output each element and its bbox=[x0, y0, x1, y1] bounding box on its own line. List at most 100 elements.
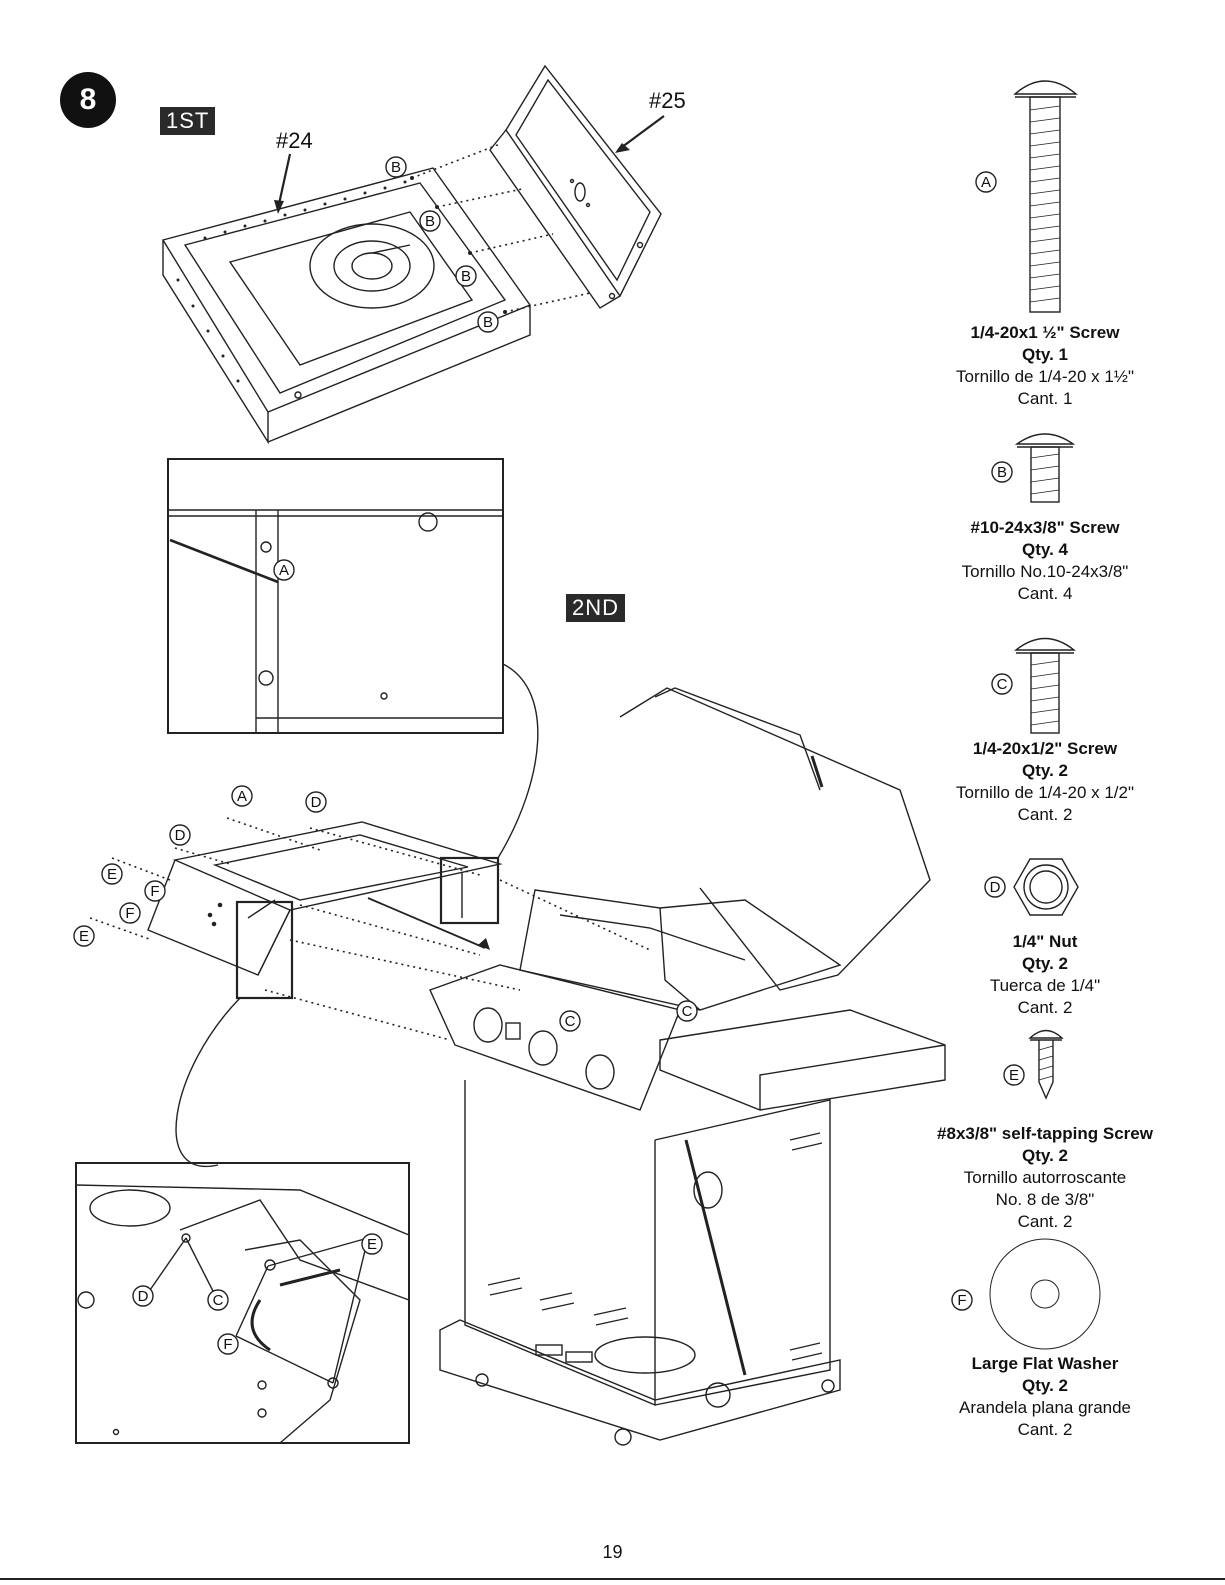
hardware-b-cant: Cant. 4 bbox=[1017, 584, 1073, 603]
hardware-screw-a-drawing bbox=[1013, 80, 1078, 313]
hardware-screw-e-drawing bbox=[1028, 1029, 1064, 1100]
hardware-f-name: Large Flat Washer bbox=[971, 1354, 1119, 1373]
svg-text:C: C bbox=[565, 1013, 576, 1030]
callout-a: A bbox=[273, 559, 295, 581]
hardware-d-caption: 1/4" Nut Qty. 2 Tuerca de 1/4" Cant. 2 bbox=[915, 931, 1175, 1019]
callout-c: C bbox=[559, 1010, 581, 1032]
hardware-d-name: 1/4" Nut bbox=[1012, 932, 1078, 951]
hardware-c-caption: 1/4-20x1/2" Screw Qty. 2 Tornillo de 1/4… bbox=[915, 738, 1175, 826]
hardware-d-qty: Qty. 2 bbox=[1022, 954, 1068, 973]
detail-inset-nut-washer bbox=[75, 1162, 410, 1444]
svg-text:E: E bbox=[79, 928, 89, 945]
step-number-badge: 8 bbox=[60, 72, 116, 128]
svg-text:A: A bbox=[981, 174, 991, 191]
hardware-e-caption: #8x3/8" self-tapping Screw Qty. 2 Tornil… bbox=[915, 1123, 1175, 1233]
svg-text:F: F bbox=[150, 883, 159, 900]
hardware-f-caption: Large Flat Washer Qty. 2 Arandela plana … bbox=[915, 1353, 1175, 1441]
hardware-f-spanish: Arandela plana grande bbox=[958, 1398, 1132, 1417]
callout-e: E bbox=[361, 1233, 383, 1255]
hardware-b-spanish: Tornillo No.10-24x3/8" bbox=[961, 562, 1129, 581]
first-step-tag: 1ST bbox=[160, 107, 216, 135]
hardware-e-spanish: Tornillo autorroscante bbox=[963, 1168, 1127, 1187]
svg-text:A: A bbox=[279, 562, 289, 579]
callout-markers: B B B B A A D D E F F E C C E C D F A B … bbox=[73, 156, 1025, 1355]
callout-d: D bbox=[132, 1285, 154, 1307]
hardware-a-spanish: Tornillo de 1/4-20 x 1½" bbox=[955, 367, 1135, 386]
callout-f: F bbox=[217, 1333, 239, 1355]
guide-lines-2nd bbox=[89, 817, 651, 1041]
detail-inset-screw-a bbox=[167, 458, 504, 734]
svg-text:C: C bbox=[213, 1292, 224, 1309]
callout-e: E bbox=[73, 925, 95, 947]
part-label-25: #25 bbox=[649, 88, 686, 113]
svg-text:D: D bbox=[990, 879, 1001, 896]
hardware-a-cant: Cant. 1 bbox=[1017, 389, 1073, 408]
hardware-b-caption: #10-24x3/8" Screw Qty. 4 Tornillo No.10-… bbox=[915, 517, 1175, 605]
callout-d: D bbox=[169, 824, 191, 846]
side-shelf-2nd-drawing bbox=[147, 821, 503, 976]
hardware-c-cant: Cant. 2 bbox=[1017, 805, 1073, 824]
guide-lines-1st bbox=[411, 143, 591, 313]
callout-c: C bbox=[991, 673, 1013, 695]
callout-a: A bbox=[975, 171, 997, 193]
hardware-c-spanish: Tornillo de 1/4-20 x 1/2" bbox=[955, 783, 1135, 802]
callout-e: E bbox=[1003, 1064, 1025, 1086]
callout-b: B bbox=[385, 156, 407, 178]
hardware-a-caption: 1/4-20x1 ½" Screw Qty. 1 Tornillo de 1/4… bbox=[915, 322, 1175, 410]
callout-b: B bbox=[477, 311, 499, 333]
callout-f: F bbox=[144, 880, 166, 902]
svg-text:D: D bbox=[175, 827, 186, 844]
callout-f: F bbox=[119, 902, 141, 924]
svg-text:B: B bbox=[461, 268, 471, 285]
end-panel-drawing bbox=[489, 64, 662, 309]
svg-text:E: E bbox=[1009, 1067, 1019, 1084]
hardware-c-qty: Qty. 2 bbox=[1022, 761, 1068, 780]
second-step-tag: 2ND bbox=[566, 594, 626, 622]
hardware-b-name: #10-24x3/8" Screw bbox=[970, 518, 1120, 537]
svg-text:B: B bbox=[425, 213, 435, 230]
hardware-e-qty: Qty. 2 bbox=[1022, 1146, 1068, 1165]
svg-text:F: F bbox=[223, 1336, 232, 1353]
svg-text:B: B bbox=[483, 314, 493, 331]
svg-text:E: E bbox=[367, 1236, 377, 1253]
side-burner-shelf-drawing bbox=[161, 167, 532, 445]
hardware-washer-f-drawing bbox=[989, 1238, 1101, 1350]
svg-text:F: F bbox=[957, 1292, 966, 1309]
hardware-screw-b-drawing bbox=[1014, 433, 1076, 503]
hardware-f-cant: Cant. 2 bbox=[1017, 1420, 1073, 1439]
bottom-rule bbox=[0, 1578, 1225, 1580]
svg-text:B: B bbox=[997, 464, 1007, 481]
hardware-c-name: 1/4-20x1/2" Screw bbox=[972, 739, 1118, 758]
callout-b: B bbox=[419, 210, 441, 232]
svg-text:C: C bbox=[997, 676, 1008, 693]
callout-b: B bbox=[991, 461, 1013, 483]
callout-c: C bbox=[676, 1000, 698, 1022]
svg-text:B: B bbox=[391, 159, 401, 176]
svg-text:F: F bbox=[125, 905, 134, 922]
hardware-a-qty: Qty. 1 bbox=[1022, 345, 1068, 364]
hardware-d-cant: Cant. 2 bbox=[1017, 998, 1073, 1017]
hardware-d-spanish: Tuerca de 1/4" bbox=[989, 976, 1101, 995]
callout-b: B bbox=[455, 265, 477, 287]
callout-d: D bbox=[984, 876, 1006, 898]
svg-text:C: C bbox=[682, 1003, 693, 1020]
hardware-f-qty: Qty. 2 bbox=[1022, 1376, 1068, 1395]
svg-text:A: A bbox=[237, 788, 247, 805]
callout-c: C bbox=[207, 1289, 229, 1311]
callout-e: E bbox=[101, 863, 123, 885]
grill-body-drawing bbox=[429, 687, 946, 1446]
hardware-e-name: #8x3/8" self-tapping Screw bbox=[937, 1124, 1153, 1143]
callout-f: F bbox=[951, 1289, 973, 1311]
callout-a: A bbox=[231, 785, 253, 807]
callout-d: D bbox=[305, 791, 327, 813]
hardware-b-qty: Qty. 4 bbox=[1022, 540, 1068, 559]
hardware-a-name: 1/4-20x1 ½" Screw bbox=[970, 323, 1120, 342]
part-label-24: #24 bbox=[276, 128, 313, 153]
hardware-screw-c-drawing bbox=[1013, 637, 1077, 734]
page-number: 19 bbox=[602, 1542, 623, 1562]
hardware-e-cant: Cant. 2 bbox=[1017, 1212, 1073, 1231]
svg-text:E: E bbox=[107, 866, 117, 883]
hardware-nut-d-drawing bbox=[1013, 858, 1079, 916]
